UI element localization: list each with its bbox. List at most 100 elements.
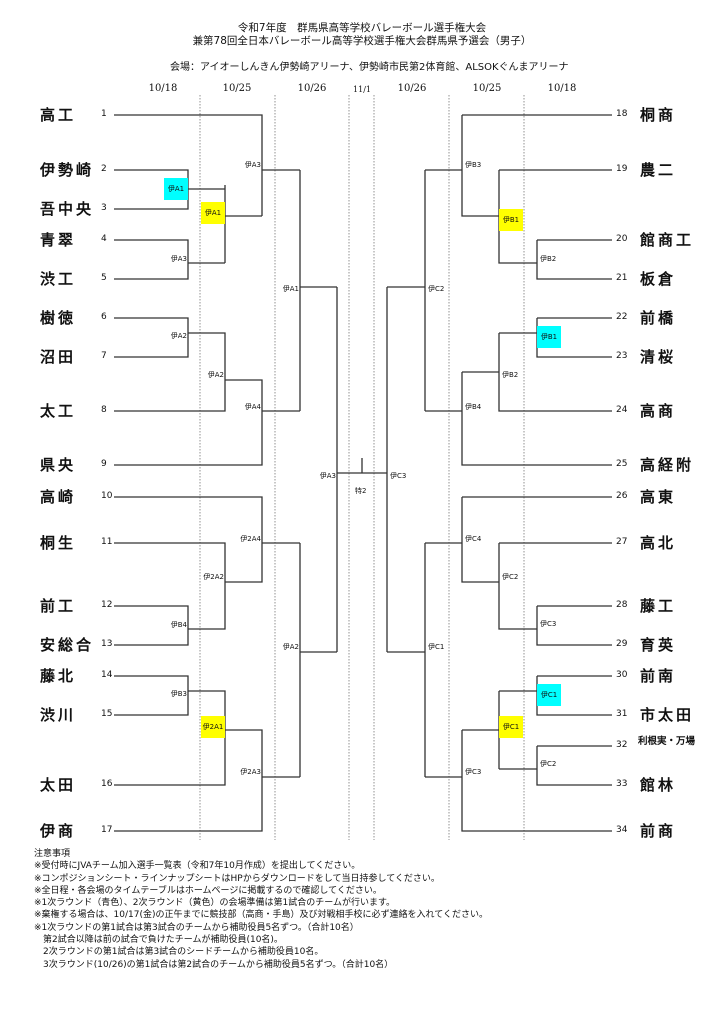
team-number: 13 — [101, 639, 113, 649]
venue: 会場：アイオーしんきん伊勢崎アリーナ、伊勢崎市民第2体育館、ALSOKぐんまアリ… — [170, 62, 569, 73]
match-label: 伊A2 — [207, 371, 224, 379]
team-number: 31 — [616, 709, 628, 719]
note-line: 3次ラウンド(10/26)の第1試合は第2試合のチームから補助役員5名ずつ。（合… — [34, 959, 394, 970]
round-dividers — [199, 95, 525, 840]
note-line: ※受付時にJVAチーム加入選手一覧表（令和7年10月作成）を提出してください。 — [34, 861, 361, 872]
team-number: 21 — [616, 273, 628, 283]
match-label: 伊A1 — [282, 285, 299, 293]
team-number: 30 — [616, 670, 628, 680]
match-label: 伊A3 — [170, 255, 187, 263]
team-number: 6 — [101, 312, 107, 322]
match-label-highlighted: 伊A1 — [164, 178, 188, 200]
match-label: 伊C3 — [540, 620, 557, 628]
match-label: 伊B4 — [170, 621, 187, 629]
team-name: 前商 — [640, 822, 677, 840]
team-number: 2 — [101, 164, 107, 174]
note-line: 2次ラウンドの第1試合は第3試合のシードチームから補助役員10名。 — [34, 947, 324, 958]
team-name: 館林 — [640, 776, 677, 794]
team-name: 高商 — [640, 402, 677, 420]
team-number: 24 — [616, 405, 628, 415]
title-line-1: 令和7年度 群馬県高等学校バレーボール選手権大会 — [237, 22, 487, 34]
team-number: 11 — [101, 537, 113, 547]
team-number: 15 — [101, 709, 113, 719]
match-label: 伊C4 — [465, 535, 482, 543]
team-number: 22 — [616, 312, 628, 322]
match-label: 特2 — [355, 487, 367, 495]
team-name: 前工 — [40, 597, 77, 615]
round-date: 10/26 — [397, 83, 427, 94]
team-number: 25 — [616, 459, 628, 469]
team-number: 32 — [616, 740, 628, 750]
team-number: 1 — [101, 109, 107, 119]
team-name: 伊商 — [40, 822, 77, 840]
team-name: 館商工 — [640, 231, 695, 249]
team-name: 樹徳 — [40, 309, 77, 327]
match-label-highlighted: 伊B1 — [537, 326, 561, 348]
round-date: 11/1 — [353, 85, 371, 94]
match-label: 伊B2 — [540, 255, 557, 263]
match-label: 伊B4 — [465, 403, 482, 411]
team-name: 高北 — [640, 534, 677, 552]
team-number: 3 — [101, 203, 107, 213]
team-number: 4 — [101, 234, 107, 244]
match-label: 伊C2 — [428, 285, 445, 293]
team-name: 渋川 — [40, 706, 77, 724]
match-label-highlighted: 伊2A1 — [201, 716, 225, 738]
team-name: 青翠 — [40, 231, 77, 249]
team-number: 9 — [101, 459, 107, 469]
team-number: 18 — [616, 109, 628, 119]
team-name: 利根実・万場 — [638, 736, 696, 747]
team-name: 前橋 — [640, 309, 677, 327]
match-label: 伊2A4 — [240, 535, 261, 543]
team-number: 19 — [616, 164, 628, 174]
round-date: 10/18 — [547, 83, 577, 94]
team-number: 12 — [101, 600, 113, 610]
team-number: 8 — [101, 405, 107, 415]
match-label-highlighted: 伊C1 — [537, 684, 561, 706]
team-number: 26 — [616, 491, 628, 501]
team-number: 27 — [616, 537, 628, 547]
note-line: ※コンポジションシート・ラインナップシートはHPからダウンロードをして当日持参し… — [34, 873, 440, 884]
team-number: 34 — [616, 825, 628, 835]
match-label: 伊2A2 — [203, 573, 224, 581]
team-name: 県央 — [40, 456, 77, 474]
team-name: 高崎 — [40, 488, 77, 506]
team-name: 桐生 — [40, 534, 77, 552]
team-name: 太田 — [40, 776, 77, 794]
team-name: 太工 — [40, 402, 77, 420]
match-label: 伊A3 — [244, 161, 261, 169]
team-number: 29 — [616, 639, 628, 649]
bracket-paths — [114, 114, 612, 832]
team-name: 板倉 — [640, 270, 677, 288]
match-label: 伊C3 — [390, 472, 407, 480]
team-name: 高工 — [40, 106, 77, 124]
note-line: ※1次ラウンドの第1試合は第3試合のチームから補助役員5名ずつ。（合計10名） — [34, 922, 359, 933]
team-number: 16 — [101, 779, 113, 789]
round-date: 10/18 — [148, 83, 178, 94]
team-name: 藤工 — [640, 597, 677, 615]
team-number: 17 — [101, 825, 113, 835]
team-name: 桐商 — [640, 106, 677, 124]
team-number: 33 — [616, 779, 628, 789]
match-label: 伊A3 — [319, 472, 336, 480]
team-number: 14 — [101, 670, 113, 680]
team-number: 23 — [616, 351, 628, 361]
team-name: 市太田 — [640, 706, 695, 724]
match-label-highlighted: 伊B1 — [499, 209, 523, 231]
notes: 注意事項 ※受付時にJVAチーム加入選手一覧表（令和7年10月作成）を提出してく… — [34, 848, 488, 971]
match-label: 伊C3 — [465, 768, 482, 776]
team-name: 育英 — [640, 636, 677, 654]
match-label: 伊C2 — [540, 760, 557, 768]
title-line-2: 兼第78回全日本バレーボール高等学校選手権大会群馬県予選会（男子） — [192, 35, 532, 47]
match-label: 伊A2 — [282, 643, 299, 651]
round-date: 10/25 — [472, 83, 502, 94]
team-number: 5 — [101, 273, 107, 283]
note-line: ※1次ラウンド（青色）、2次ラウンド（黄色）の会場準備は第1試合のチームが行いま… — [34, 898, 396, 909]
team-name: 伊勢崎 — [40, 161, 95, 179]
team-name: 吾中央 — [40, 200, 95, 218]
team-name: 農二 — [640, 161, 677, 179]
team-number: 7 — [101, 351, 107, 361]
match-label: 伊2A3 — [240, 768, 261, 776]
note-line: ※棄権する場合は、10/17(金)の正午までに競技部（高商・手島）及び対戦相手校… — [34, 910, 488, 921]
